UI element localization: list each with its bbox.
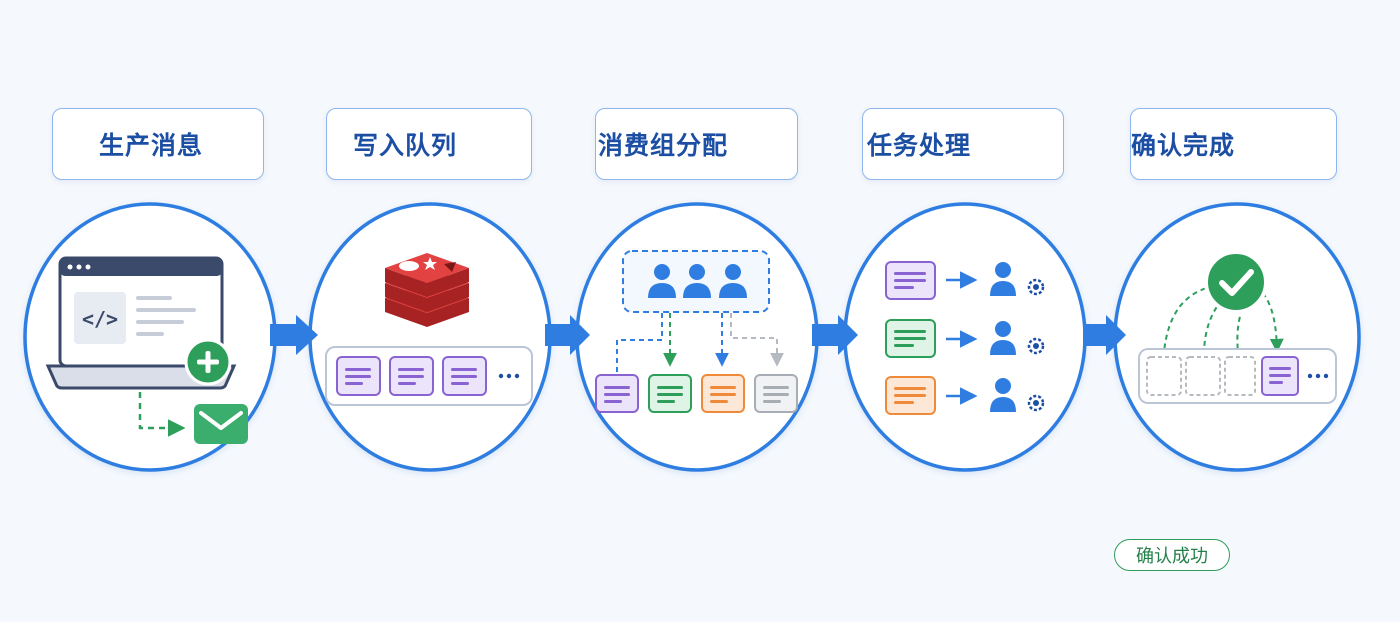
processing-row-orange bbox=[885, 376, 1045, 415]
connector-arrow-3 bbox=[812, 315, 858, 355]
step-label-ack: 确认完成 bbox=[1130, 108, 1337, 180]
check-circle-icon bbox=[1204, 250, 1268, 314]
stage-circle-consumer-group bbox=[575, 202, 819, 472]
consumer-group-icon bbox=[622, 250, 770, 313]
assigned-message-orange bbox=[701, 374, 745, 413]
queue-message-3 bbox=[442, 356, 487, 396]
acked-slot-3 bbox=[1224, 356, 1256, 396]
ack-success-badge: 确认成功 bbox=[1114, 539, 1230, 571]
envelope-icon bbox=[194, 404, 248, 444]
assigned-message-green bbox=[648, 374, 692, 413]
plus-icon bbox=[184, 338, 232, 386]
queue-ellipsis-icon bbox=[498, 373, 520, 379]
redis-stack-icon bbox=[385, 253, 469, 327]
processing-row-green bbox=[885, 319, 1045, 358]
pending-message bbox=[1261, 356, 1299, 396]
step-label-process-text: 任务处理 bbox=[867, 131, 972, 160]
step-label-process: 任务处理 bbox=[862, 108, 1064, 180]
worker-gear-icon bbox=[885, 261, 1045, 415]
acked-slot-2 bbox=[1185, 356, 1221, 396]
consumer-user-icon-2 bbox=[683, 264, 711, 298]
step-label-produce-text: 生产消息 bbox=[99, 131, 204, 160]
distribution-lines bbox=[616, 313, 784, 372]
produce-dashed-arrow bbox=[138, 392, 186, 437]
connector-arrow-1 bbox=[270, 315, 318, 355]
queue-track bbox=[325, 346, 533, 406]
step-label-produce: 生产消息 bbox=[52, 108, 264, 180]
consumer-user-icon-1 bbox=[648, 264, 676, 298]
ack-ellipsis-icon bbox=[1307, 373, 1329, 379]
queue-message-1 bbox=[336, 356, 381, 396]
ack-queue-track bbox=[1138, 348, 1337, 404]
stage-circle-process bbox=[843, 202, 1087, 472]
step-label-enqueue: 写入队列 bbox=[326, 108, 532, 180]
connector-arrow-4 bbox=[1083, 315, 1126, 355]
connector-arrow-2 bbox=[545, 315, 590, 355]
assigned-message-purple bbox=[595, 374, 639, 413]
consumer-user-icon-3 bbox=[719, 264, 747, 298]
step-label-consumer-group-text: 消费组分配 bbox=[598, 131, 729, 160]
assigned-message-gray bbox=[754, 374, 798, 413]
laptop-code-icon: </> bbox=[45, 256, 237, 390]
processing-row-purple bbox=[885, 261, 1045, 300]
stage-circle-enqueue bbox=[308, 202, 552, 472]
acked-slot-1 bbox=[1146, 356, 1182, 396]
step-label-ack-text: 确认完成 bbox=[1131, 131, 1236, 160]
queue-message-2 bbox=[389, 356, 434, 396]
svg-text:</>: </> bbox=[82, 307, 118, 331]
step-label-consumer-group: 消费组分配 bbox=[595, 108, 798, 180]
step-label-enqueue-text: 写入队列 bbox=[353, 131, 458, 160]
